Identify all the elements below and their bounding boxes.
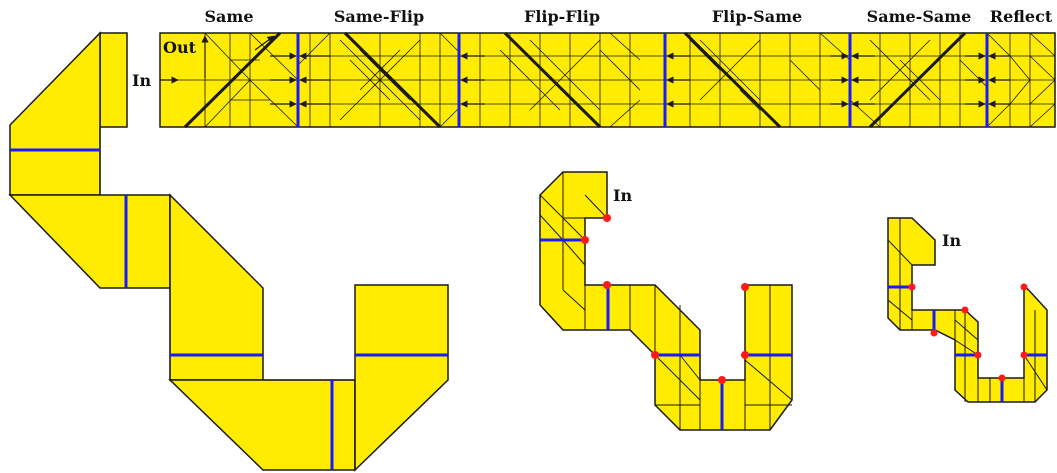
gadget-strip: Same Same-Flip Flip-Flip Flip-Same Same-… bbox=[99, 7, 1056, 129]
small-path: In bbox=[887, 217, 1048, 403]
hinge-dot bbox=[908, 283, 916, 291]
hinge-dot bbox=[1020, 283, 1028, 291]
hinge-dot bbox=[718, 376, 726, 384]
hinge-dot bbox=[998, 374, 1006, 382]
gadget-label-flip-flip: Flip-Flip bbox=[524, 7, 600, 26]
large-path-segment-4 bbox=[168, 379, 356, 471]
hinge-dot bbox=[741, 283, 749, 291]
hinge-dot bbox=[974, 351, 982, 359]
gadget-label-flip-same: Flip-Same bbox=[712, 7, 802, 26]
small-path-in-label: In bbox=[942, 231, 961, 250]
strip-seams bbox=[296, 33, 989, 127]
large-path bbox=[8, 31, 449, 472]
medium-path-seams bbox=[540, 238, 792, 430]
strip-out-label: Out bbox=[163, 38, 197, 57]
hinge-dot bbox=[603, 214, 611, 222]
large-path-segment-3 bbox=[169, 193, 264, 381]
hinge-dot bbox=[930, 329, 938, 337]
small-path-body bbox=[887, 217, 1048, 403]
small-path-seams bbox=[888, 285, 1047, 402]
strip-stub bbox=[99, 32, 128, 128]
gadget-label-same-same: Same-Same bbox=[867, 7, 972, 26]
strip-arrows bbox=[160, 35, 1010, 108]
large-path-body bbox=[9, 31, 101, 196]
small-path-dots bbox=[908, 283, 1028, 382]
strip-in-label: In bbox=[132, 71, 151, 90]
gadget-label-reflect: Reflect bbox=[990, 7, 1053, 26]
large-path-creases bbox=[99, 127, 356, 470]
strip-thick-diagonals bbox=[183, 31, 967, 129]
medium-path-body bbox=[539, 171, 793, 431]
large-path-seams bbox=[10, 148, 448, 470]
hinge-dot bbox=[961, 306, 969, 314]
hinge-dot bbox=[741, 351, 749, 359]
medium-path: In bbox=[539, 171, 793, 431]
hinge-dot bbox=[603, 281, 611, 289]
medium-path-creases bbox=[539, 172, 793, 430]
hinge-dot bbox=[651, 351, 659, 359]
gadget-label-same: Same bbox=[204, 7, 253, 26]
large-path-segment-2 bbox=[8, 194, 171, 289]
medium-path-dots bbox=[581, 214, 749, 384]
hinge-dot bbox=[1020, 351, 1028, 359]
medium-path-in-label: In bbox=[613, 186, 632, 205]
large-path-segment-5 bbox=[354, 284, 449, 472]
gadget-label-same-flip: Same-Flip bbox=[334, 7, 424, 26]
hinge-dot bbox=[581, 236, 589, 244]
